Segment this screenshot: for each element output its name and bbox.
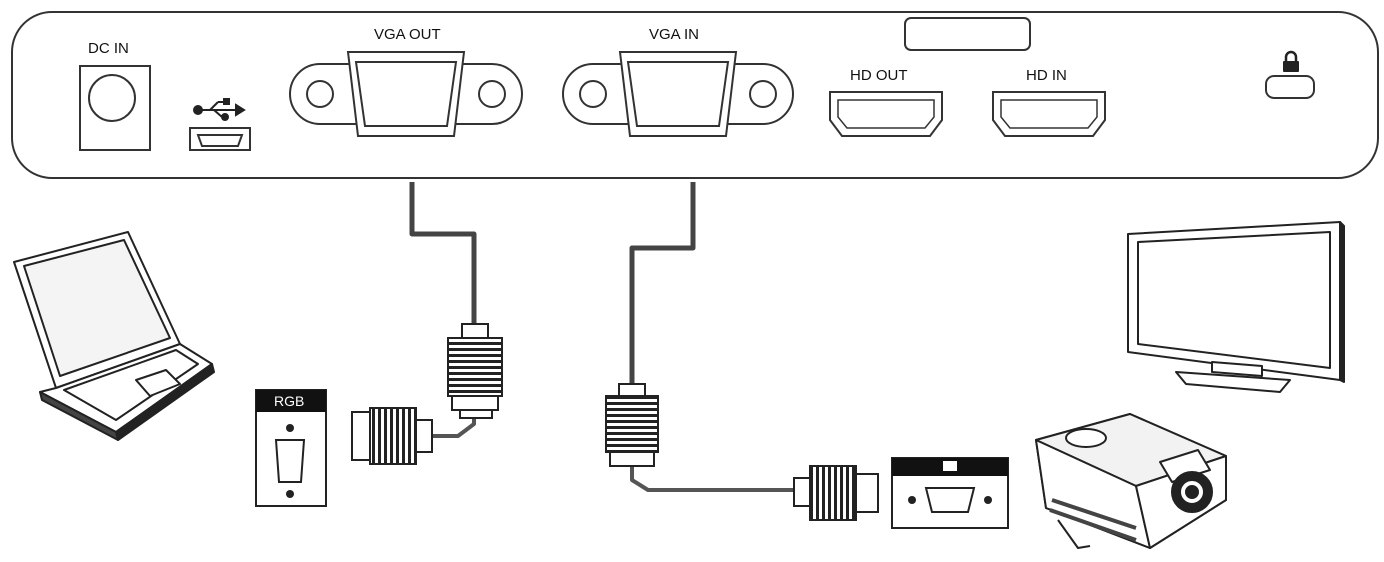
vga-in-label: VGA IN bbox=[649, 26, 699, 43]
vga-out-label: VGA OUT bbox=[374, 26, 441, 43]
hd-out-label: HD OUT bbox=[850, 67, 908, 84]
vga-out-port: VGA OUT bbox=[289, 26, 523, 137]
usb-port bbox=[189, 98, 251, 151]
vga-connector-in bbox=[605, 383, 659, 467]
projector-icon bbox=[1035, 413, 1227, 549]
vga-connector-out bbox=[447, 323, 503, 419]
vga-in-port: VGA IN bbox=[562, 26, 794, 137]
laptop-icon bbox=[13, 231, 215, 441]
rgb-port-panel: RGB bbox=[255, 389, 327, 507]
dc-in-port: DC IN bbox=[79, 40, 151, 151]
monitor-icon bbox=[1127, 221, 1345, 393]
kensington-lock-port bbox=[1265, 50, 1315, 99]
vga-out-cable bbox=[409, 182, 477, 330]
projector-vga-port-panel bbox=[891, 457, 1009, 529]
hd-in-label: HD IN bbox=[1026, 67, 1067, 84]
usb-icon bbox=[193, 98, 246, 121]
rgb-label: RGB bbox=[274, 393, 304, 409]
lock-icon bbox=[1283, 50, 1299, 72]
panel-slot bbox=[904, 17, 1031, 51]
vga-connector-laptop bbox=[351, 407, 433, 465]
vga-connector-projector bbox=[793, 465, 879, 521]
dc-in-label: DC IN bbox=[88, 40, 129, 57]
vga-in-cable bbox=[629, 182, 696, 386]
hd-out-port: HD OUT bbox=[829, 67, 943, 137]
rear-panel: DC IN VGA OUT bbox=[11, 11, 1379, 179]
hd-in-port: HD IN bbox=[992, 67, 1106, 137]
vga-in-projector-cable bbox=[630, 466, 794, 492]
